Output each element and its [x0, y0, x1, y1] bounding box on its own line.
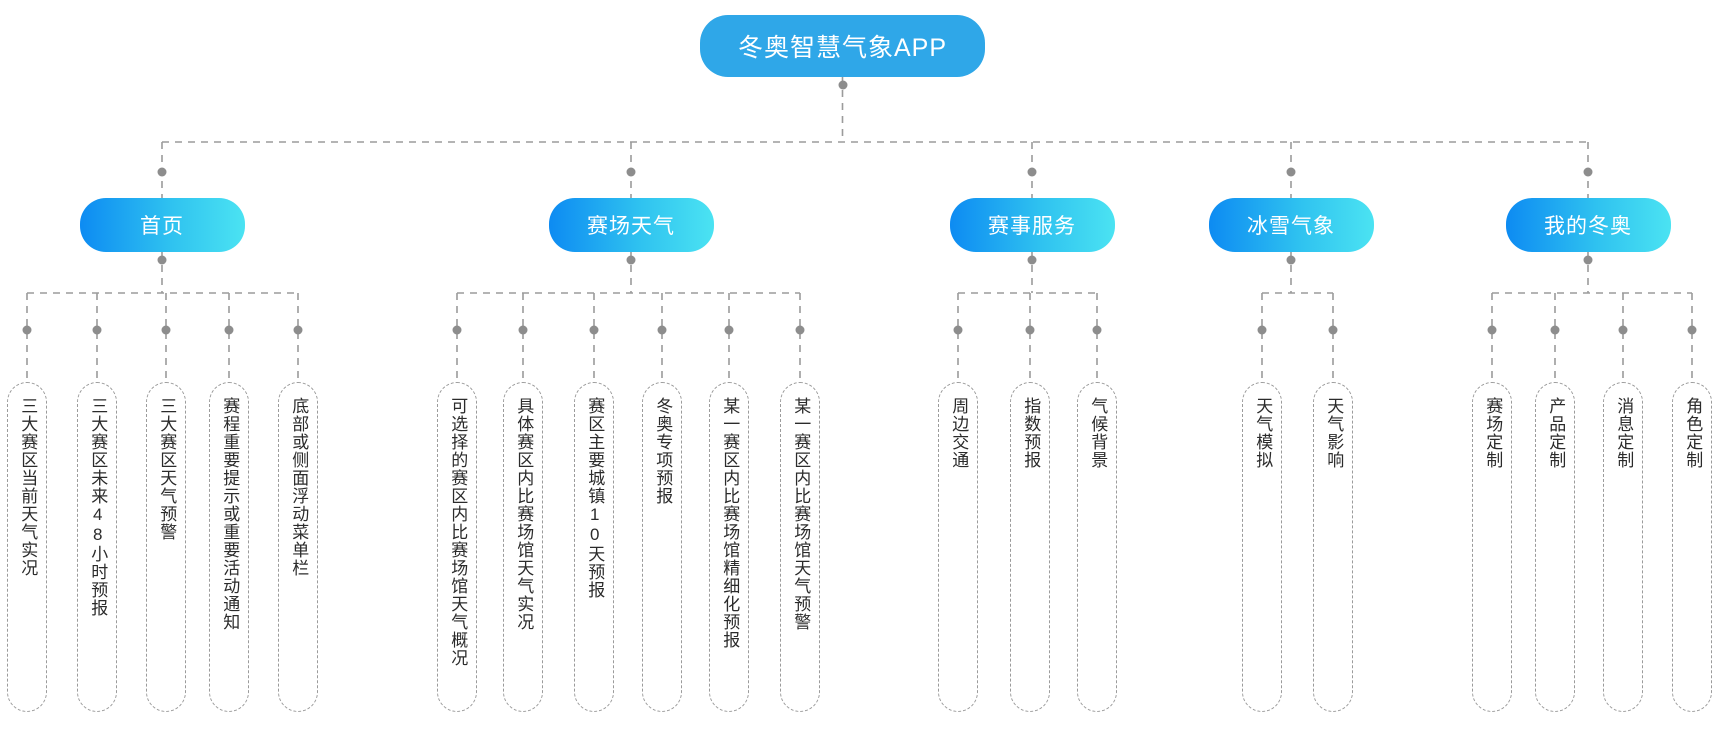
- leaf-connector-dot: [22, 325, 32, 335]
- leaf-node-label: 指数预报: [1021, 397, 1041, 469]
- leaf-node-label: 产品定制: [1546, 397, 1566, 469]
- category-stem-dot: [1286, 255, 1296, 265]
- leaf-node-label: 天气模拟: [1253, 397, 1273, 469]
- leaf-connector-dot: [1328, 325, 1338, 335]
- leaf-connector-dot: [953, 325, 963, 335]
- root-node-app-title[interactable]: 冬奥智慧气象APP: [700, 15, 985, 77]
- leaf-node[interactable]: 天气模拟: [1242, 382, 1282, 712]
- leaf-connector-dot: [1257, 325, 1267, 335]
- leaf-node-label: 三大赛区天气预警: [157, 397, 177, 541]
- category-node-my-olympics[interactable]: 我的冬奥: [1505, 198, 1671, 252]
- leaf-connector-dot: [1550, 325, 1560, 335]
- category-stem-dot: [157, 255, 167, 265]
- leaf-node[interactable]: 某一赛区内比赛场馆天气预警: [780, 382, 820, 712]
- leaf-node-label: 底部或侧面浮动菜单栏: [289, 397, 309, 577]
- leaf-connector-dot: [224, 325, 234, 335]
- leaf-connector-dot: [161, 325, 171, 335]
- leaf-node-label: 周边交通: [949, 397, 969, 469]
- category-stem-dot: [1027, 255, 1037, 265]
- leaf-node-label: 具体赛区内比赛场馆天气实况: [514, 397, 534, 631]
- category-node-home[interactable]: 首页: [79, 198, 245, 252]
- category-stem-dot: [626, 255, 636, 265]
- leaf-connector-dot: [589, 325, 599, 335]
- leaf-connector-dot: [1687, 325, 1697, 335]
- leaf-connector-dot: [518, 325, 528, 335]
- leaf-node[interactable]: 周边交通: [938, 382, 978, 712]
- leaf-node-label: 赛区主要城镇10天预报: [585, 397, 605, 599]
- leaf-node-label: 赛程重要提示或重要活动通知: [220, 397, 240, 631]
- category-connector-dot: [1286, 167, 1296, 177]
- leaf-connector-dot: [452, 325, 462, 335]
- leaf-node[interactable]: 赛区主要城镇10天预报: [574, 382, 614, 712]
- leaf-node-label: 冬奥专项预报: [653, 397, 673, 505]
- leaf-node[interactable]: 冬奥专项预报: [642, 382, 682, 712]
- leaf-node-label: 某一赛区内比赛场馆天气预警: [791, 397, 811, 631]
- category-connector-dot: [626, 167, 636, 177]
- leaf-node[interactable]: 产品定制: [1535, 382, 1575, 712]
- category-node-venue-weather[interactable]: 赛场天气: [548, 198, 714, 252]
- leaf-connector-dot: [795, 325, 805, 335]
- leaf-node-label: 赛场定制: [1483, 397, 1503, 469]
- leaf-node-label: 某一赛区内比赛场馆精细化预报: [720, 397, 740, 649]
- leaf-node-label: 消息定制: [1614, 397, 1634, 469]
- leaf-node-label: 气候背景: [1088, 397, 1108, 469]
- category-stem-dot: [1583, 255, 1593, 265]
- leaf-node[interactable]: 天气影响: [1313, 382, 1353, 712]
- category-connector-dot: [1027, 167, 1037, 177]
- leaf-connector-dot: [1092, 325, 1102, 335]
- leaf-node[interactable]: 三大赛区当前天气实况: [7, 382, 47, 712]
- leaf-connector-dot: [92, 325, 102, 335]
- category-node-ice-snow[interactable]: 冰雪气象: [1208, 198, 1374, 252]
- leaf-node[interactable]: 底部或侧面浮动菜单栏: [278, 382, 318, 712]
- leaf-node-label: 角色定制: [1683, 397, 1703, 469]
- leaf-node[interactable]: 指数预报: [1010, 382, 1050, 712]
- leaf-node[interactable]: 三大赛区未来48小时预报: [77, 382, 117, 712]
- leaf-connector-dot: [293, 325, 303, 335]
- leaf-node-label: 三大赛区未来48小时预报: [88, 397, 108, 617]
- leaf-node[interactable]: 三大赛区天气预警: [146, 382, 186, 712]
- leaf-connector-dot: [1618, 325, 1628, 335]
- leaf-node[interactable]: 可选择的赛区内比赛场馆天气概况: [437, 382, 477, 712]
- category-connector-dot: [157, 167, 167, 177]
- category-node-event-services[interactable]: 赛事服务: [949, 198, 1115, 252]
- leaf-node[interactable]: 赛程重要提示或重要活动通知: [209, 382, 249, 712]
- leaf-node[interactable]: 赛场定制: [1472, 382, 1512, 712]
- leaf-node-label: 天气影响: [1324, 397, 1344, 469]
- leaf-node[interactable]: 气候背景: [1077, 382, 1117, 712]
- leaf-node[interactable]: 角色定制: [1672, 382, 1712, 712]
- leaf-connector-dot: [724, 325, 734, 335]
- leaf-connector-dot: [1487, 325, 1497, 335]
- leaf-node-label: 可选择的赛区内比赛场馆天气概况: [448, 397, 468, 667]
- leaf-connector-dot: [657, 325, 667, 335]
- category-connector-dot: [1583, 167, 1593, 177]
- leaf-node-label: 三大赛区当前天气实况: [18, 397, 38, 577]
- leaf-node[interactable]: 具体赛区内比赛场馆天气实况: [503, 382, 543, 712]
- leaf-node[interactable]: 某一赛区内比赛场馆精细化预报: [709, 382, 749, 712]
- leaf-connector-dot: [1025, 325, 1035, 335]
- leaf-node[interactable]: 消息定制: [1603, 382, 1643, 712]
- root-connector-dot: [838, 80, 847, 90]
